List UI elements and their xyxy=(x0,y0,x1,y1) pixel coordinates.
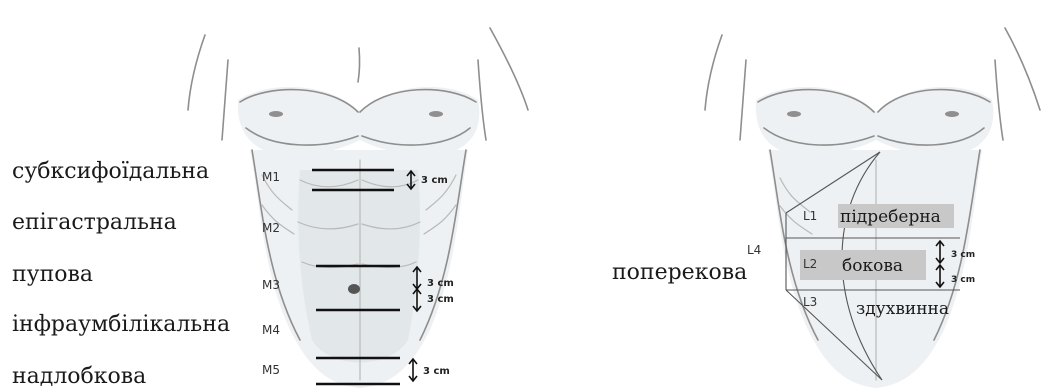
code-l1: L1 xyxy=(803,209,817,223)
code-m1: M1 xyxy=(262,170,280,184)
label-suprapubic: надлобкова xyxy=(12,364,146,389)
distance-label-m3-lower: 3 cm xyxy=(427,294,454,305)
label-lumbar: поперекова xyxy=(612,260,747,285)
label-umbilical: пупова xyxy=(12,262,93,287)
label-epigastric: епігастральна xyxy=(12,210,177,235)
label-iliac: здухвинна xyxy=(856,299,949,319)
label-subcostal: підреберна xyxy=(840,207,941,227)
distance-label-l2-lower: 3 cm xyxy=(951,275,975,285)
label-subxiphoid: субксифоїдальна xyxy=(12,159,209,184)
code-m3: M3 xyxy=(262,278,280,292)
left-torso-illustration xyxy=(188,28,528,388)
label-infraumbilical: інфраумбілікальна xyxy=(12,312,230,337)
code-m5: M5 xyxy=(262,363,280,377)
code-m4: M4 xyxy=(262,323,280,337)
distance-label-m1: 3 cm xyxy=(421,175,448,186)
distance-label-l2-upper: 3 cm xyxy=(951,250,975,260)
code-m2: M2 xyxy=(262,221,280,235)
midline-region-names: субксифоїдальна епігастральна пупова інф… xyxy=(12,159,230,389)
code-l4: L4 xyxy=(747,243,761,257)
code-l3: L3 xyxy=(803,295,817,309)
label-flank: бокова xyxy=(842,256,903,276)
distance-label-m5: 3 cm xyxy=(423,366,450,377)
distance-label-m3-upper: 3 cm xyxy=(427,278,454,289)
code-l2: L2 xyxy=(803,257,817,271)
